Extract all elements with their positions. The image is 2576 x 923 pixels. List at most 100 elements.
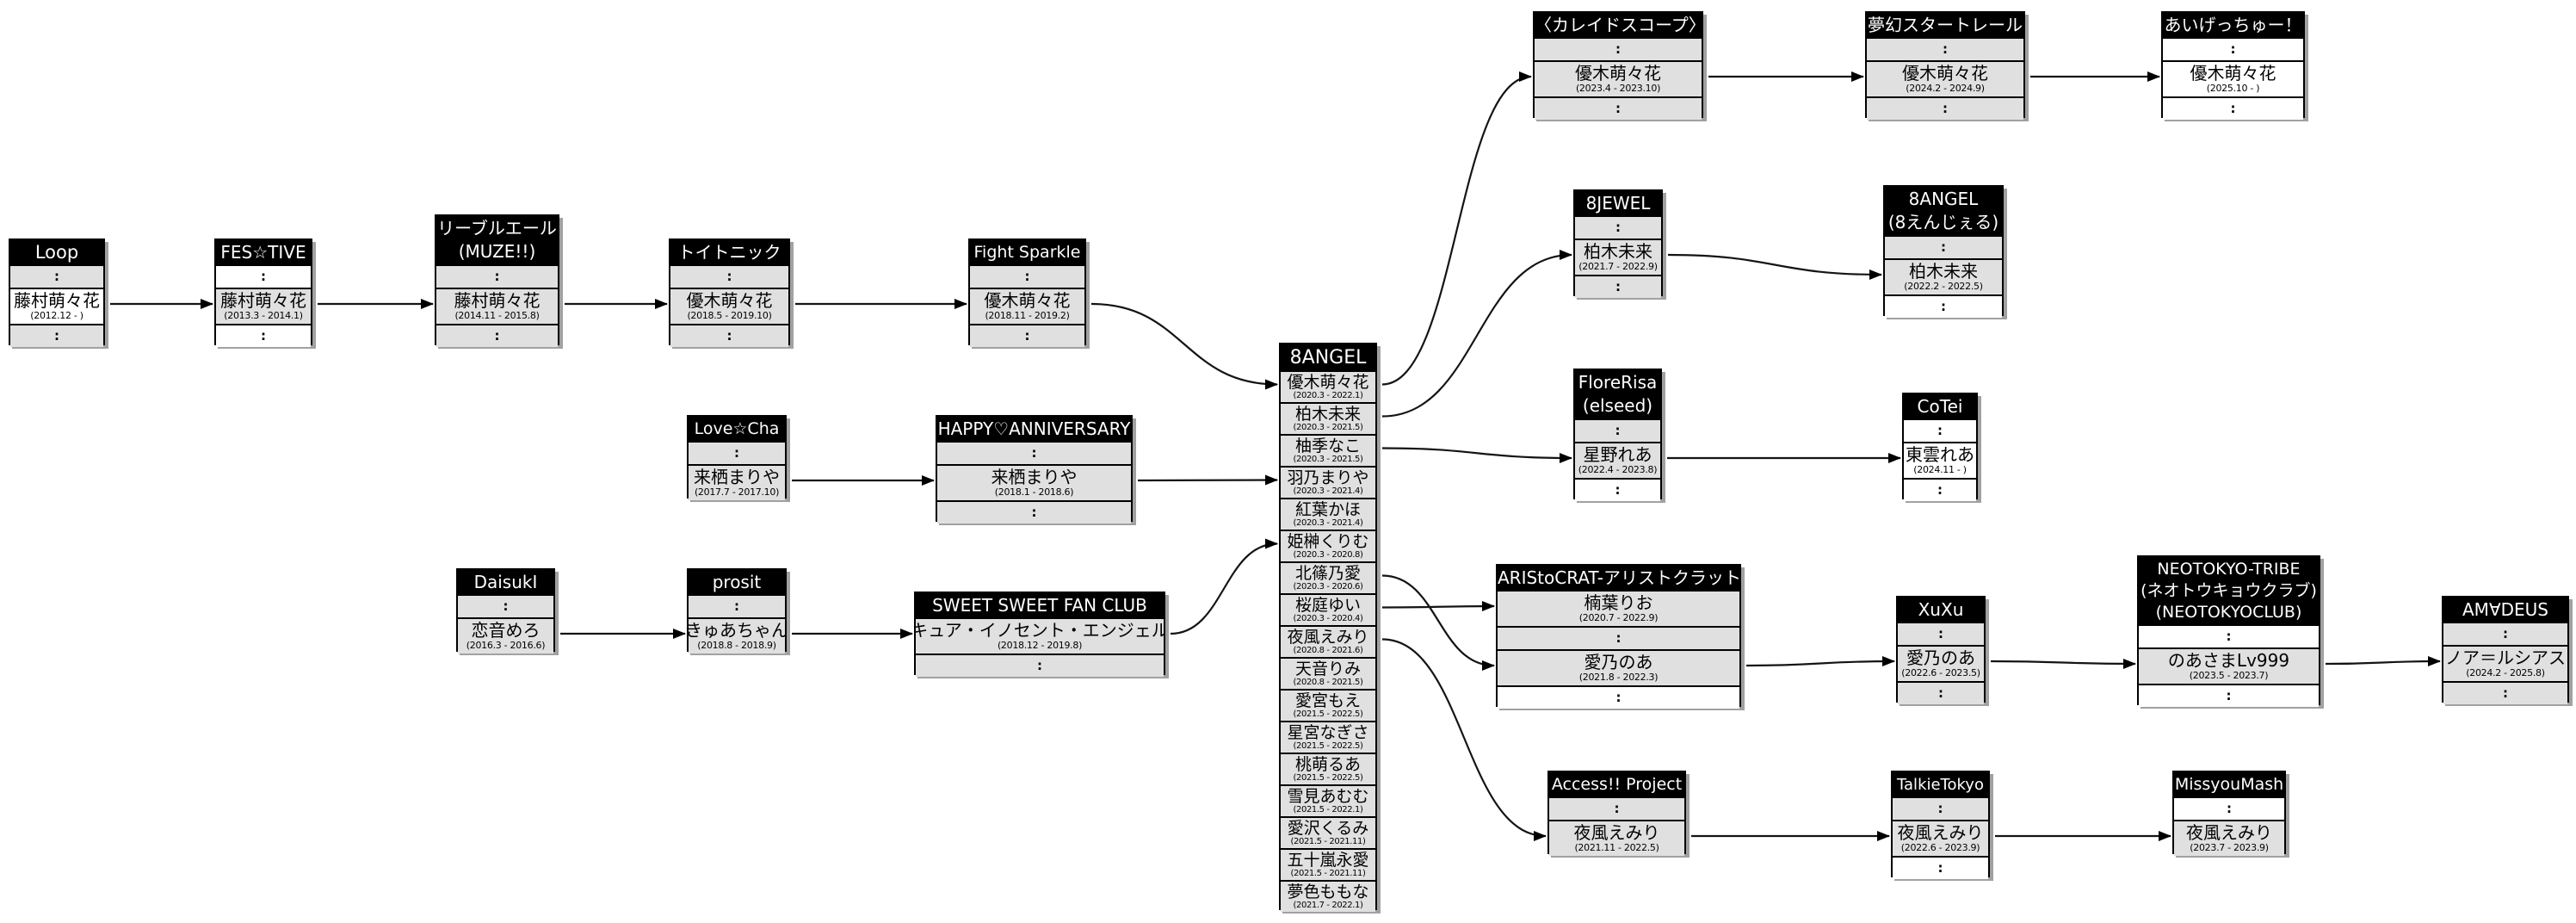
member-dates: (2024.2 - 2025.8) xyxy=(2466,667,2545,679)
other-members-ellipsis-row: : xyxy=(2174,796,2284,820)
group-title-line: Love☆Cha xyxy=(694,418,780,438)
member-name: 柏木未来 xyxy=(1909,261,1978,282)
member-row: 来栖まりや(2017.7 - 2017.10) xyxy=(689,464,785,500)
ellipsis-glyph: : xyxy=(494,327,500,344)
member-name: 夢色ももな xyxy=(1287,882,1369,901)
group-node-cotei: CoTei:東雲れあ(2024.11 - ): xyxy=(1902,393,1978,501)
transfer-edge-aristocrat-to-xuxu xyxy=(1745,656,1895,667)
member-row: 柏木未来(2021.7 - 2022.9) xyxy=(1575,238,1661,275)
ellipsis-glyph: : xyxy=(1937,859,1943,876)
group-title-love-cha: Love☆Cha xyxy=(689,417,785,441)
member-dates: (2018.11 - 2019.2) xyxy=(985,310,1070,322)
group-node-loop: Loop:藤村萌々花(2012.12 - ): xyxy=(9,238,105,347)
member-row: 柏木未来(2020.3 - 2021.5) xyxy=(1281,402,1375,434)
member-row: 優木萌々花(2025.10 - ) xyxy=(2163,60,2303,96)
group-title-line: AM∀DEUS xyxy=(2462,598,2548,620)
transfer-edge-8angel-to-access-project xyxy=(1381,638,1547,841)
ellipsis-glyph: : xyxy=(494,268,500,284)
member-row: 夜風えみり(2021.11 - 2022.5) xyxy=(1549,820,1684,856)
other-members-ellipsis-row: : xyxy=(1885,294,2002,318)
group-title-line: あいげっちゅー！ xyxy=(2164,14,2302,35)
member-row: のあさまLv999(2023.5 - 2023.7) xyxy=(2139,647,2319,684)
ellipsis-glyph: : xyxy=(726,327,732,344)
member-name: 優木萌々花 xyxy=(1902,63,1988,84)
other-members-ellipsis-row: : xyxy=(1885,235,2002,258)
member-dates: (2020.7 - 2022.9) xyxy=(1578,612,1659,624)
member-row: 優木萌々花(2023.4 - 2023.10) xyxy=(1535,60,1702,96)
ellipsis-glyph: : xyxy=(1031,504,1037,520)
ellipsis-glyph: : xyxy=(2503,625,2508,641)
transfer-edge-8angel-to-florerisa xyxy=(1381,447,1572,463)
group-node-love-cha: Love☆Cha:来栖まりや(2017.7 - 2017.10) xyxy=(687,415,787,500)
group-node-amadeus: AM∀DEUS:ノア＝ルシアス(2024.2 - 2025.8): xyxy=(2442,596,2569,704)
member-row: 愛乃のあ(2021.8 - 2022.3) xyxy=(1498,649,1739,685)
group-title-line: 8ANGEL xyxy=(1908,189,1979,209)
group-node-talkietokyo: TalkieTokyo:夜風えみり(2022.6 - 2023.9): xyxy=(1891,771,1990,879)
other-members-ellipsis-row: : xyxy=(436,324,558,347)
member-dates: (2018.8 - 2018.9) xyxy=(697,640,776,652)
group-title-line: 〈カレイドスコープ〉 xyxy=(1535,14,1702,35)
member-row: 柏木未来(2022.2 - 2022.5) xyxy=(1885,258,2002,294)
group-title-8enjeru: 8ANGEL(8えんじぇる) xyxy=(1885,187,2002,235)
ellipsis-glyph: : xyxy=(1615,629,1622,646)
group-title-aigetchu: あいげっちゅー！ xyxy=(2163,13,2303,37)
member-name: 柏木未来 xyxy=(1294,404,1361,424)
member-row: 雪見あむむ(2021.5 - 2022.1) xyxy=(1281,784,1375,816)
other-members-ellipsis-row: : xyxy=(670,264,788,288)
member-name: 星宮なぎさ xyxy=(1287,722,1369,742)
transfer-edge-xuxu-to-neotokyo xyxy=(1990,658,2136,669)
member-name: 東雲れあ xyxy=(1906,444,1974,466)
group-title-line: FloreRisa xyxy=(1578,372,1658,393)
ellipsis-glyph: : xyxy=(2226,628,2232,644)
group-node-kaleidoscope: 〈カレイドスコープ〉:優木萌々花(2023.4 - 2023.10): xyxy=(1533,11,1703,120)
ellipsis-glyph: : xyxy=(1614,800,1620,816)
member-row: 藤村萌々花(2013.3 - 2014.1) xyxy=(216,288,311,324)
ellipsis-glyph: : xyxy=(1937,422,1943,438)
member-dates: (2020.3 - 2020.4) xyxy=(1293,613,1363,623)
member-row: きゅあちゃん(2018.8 - 2018.9) xyxy=(689,617,785,654)
group-title-line: (elseed) xyxy=(1582,395,1653,416)
group-title-line: prosit xyxy=(712,571,762,592)
transfer-edge-neotokyo-to-amadeus xyxy=(2325,656,2441,667)
member-dates: (2021.5 - 2022.5) xyxy=(1293,709,1363,719)
member-row: 北篠乃愛(2020.3 - 2020.6) xyxy=(1281,561,1375,593)
member-dates: (2018.12 - 2019.8) xyxy=(997,640,1083,652)
member-row: 羽乃まりや(2020.3 - 2021.4) xyxy=(1281,466,1375,498)
member-name: 雪見あむむ xyxy=(1287,786,1369,806)
group-title-festive: FES☆TIVE xyxy=(216,240,311,264)
member-dates: (2020.3 - 2021.4) xyxy=(1293,517,1363,528)
other-members-ellipsis-row: : xyxy=(1498,626,1739,649)
member-dates: (2020.3 - 2020.8) xyxy=(1293,549,1363,560)
member-row: 愛沢くるみ(2021.5 - 2021.11) xyxy=(1281,816,1375,848)
member-dates: (2012.12 - ) xyxy=(30,310,83,322)
ellipsis-glyph: : xyxy=(1943,100,1948,116)
other-members-ellipsis-row: : xyxy=(937,500,1131,523)
member-dates: (2025.10 - ) xyxy=(2206,83,2260,95)
member-name: 優木萌々花 xyxy=(1575,63,1661,84)
member-row: 天音りみ(2020.8 - 2021.5) xyxy=(1281,657,1375,689)
member-dates: (2024.11 - ) xyxy=(1913,464,1967,476)
ellipsis-glyph: : xyxy=(2503,685,2508,701)
member-dates: (2020.3 - 2021.5) xyxy=(1293,422,1363,432)
group-node-daisuki: DaisukI:恋音めろ(2016.3 - 2016.6) xyxy=(456,568,555,654)
group-title-talkietokyo: TalkieTokyo xyxy=(1893,772,1988,796)
group-title-line: (ネオトウキョウクラブ) xyxy=(2140,580,2317,600)
other-members-ellipsis-row: : xyxy=(2163,37,2303,60)
group-title-happy-anniversary: HAPPY♡ANNIVERSARY xyxy=(937,417,1131,441)
member-row: 星宮なぎさ(2021.5 - 2022.5) xyxy=(1281,721,1375,753)
ellipsis-glyph: : xyxy=(1937,800,1943,816)
group-title-line: FES☆TIVE xyxy=(220,241,306,263)
member-name: 夜風えみり xyxy=(2186,822,2272,844)
member-name: 優木萌々花 xyxy=(984,290,1071,312)
member-name: 羽乃まりや xyxy=(1287,468,1369,487)
other-members-ellipsis-row: : xyxy=(458,594,553,617)
group-title-line: XuXu xyxy=(1918,598,1964,620)
group-title-line: DaisukI xyxy=(473,571,538,592)
member-row: 恋音めろ(2016.3 - 2016.6) xyxy=(458,617,553,654)
ellipsis-glyph: : xyxy=(2227,800,2232,816)
ellipsis-glyph: : xyxy=(1941,298,1946,314)
member-dates: (2016.3 - 2016.6) xyxy=(466,640,546,652)
ellipsis-glyph: : xyxy=(1615,100,1621,116)
other-members-ellipsis-row: : xyxy=(216,324,311,347)
